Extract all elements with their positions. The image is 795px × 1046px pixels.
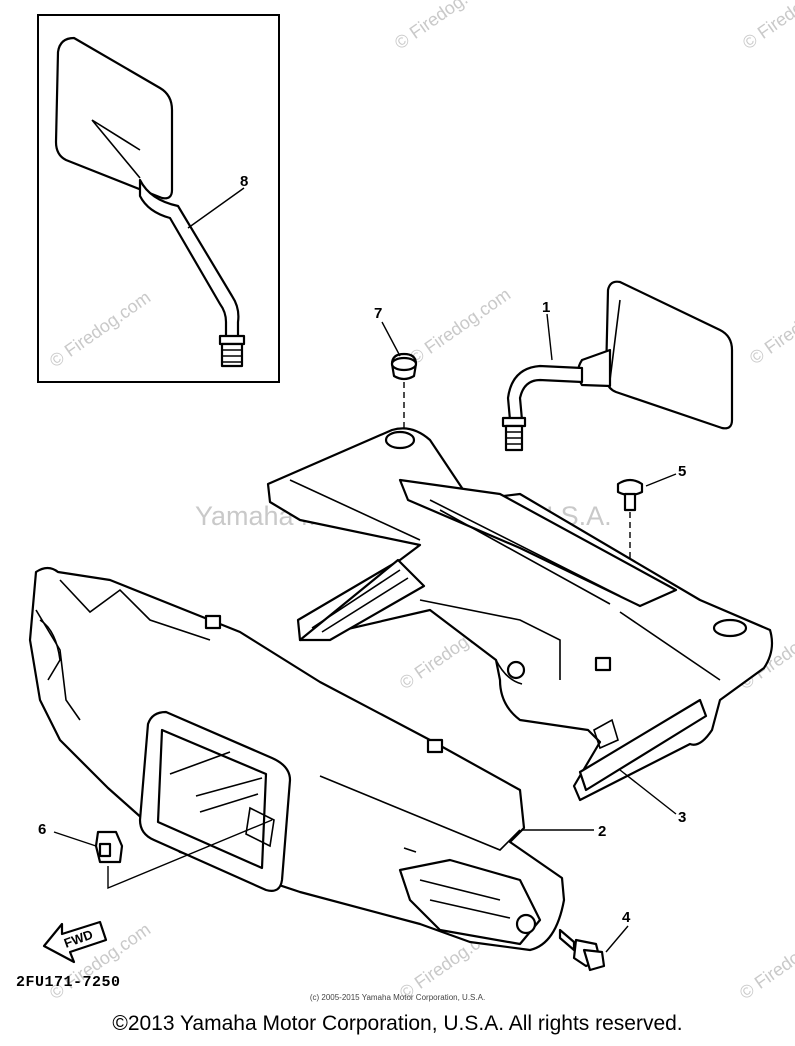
copyright-notice: ©2013 Yamaha Motor Corporation, U.S.A. A… [112,1012,683,1035]
callout-5: 5 [678,463,686,480]
bolt-4 [558,928,606,972]
callout-1: 1 [542,299,550,316]
watermark-brand: © Firedog.com [736,919,795,1003]
small-copyright-notice: (c) 2005-2015 Yamaha Motor Corporation, … [309,993,486,1002]
leader-lines [53,187,677,953]
callout-2: 2 [598,823,606,840]
drawing-code: 2FU171-7250 [16,974,121,991]
watermark-brand: © Firedog.com [746,284,795,368]
watermark-brand: © Firedog.com [46,287,154,371]
watermark-brand: © Firedog.com [406,284,514,368]
callout-6: 6 [38,821,46,838]
cap-7 [390,352,418,440]
bracket-3 [266,427,774,802]
watermark-brand: © Firedog.com [739,0,795,53]
fwd-arrow: FWD [42,920,108,964]
mirror-1 [501,280,734,452]
callout-3: 3 [678,809,686,826]
callout-8: 8 [240,173,248,190]
callout-7: 7 [374,305,382,322]
watermark-brand: © Firedog.com [391,0,499,53]
inset-box [37,14,280,383]
callout-labels: 8 1 7 5 2 3 4 6 [38,173,686,926]
callout-4: 4 [622,909,631,926]
mirror-8 [54,36,246,368]
